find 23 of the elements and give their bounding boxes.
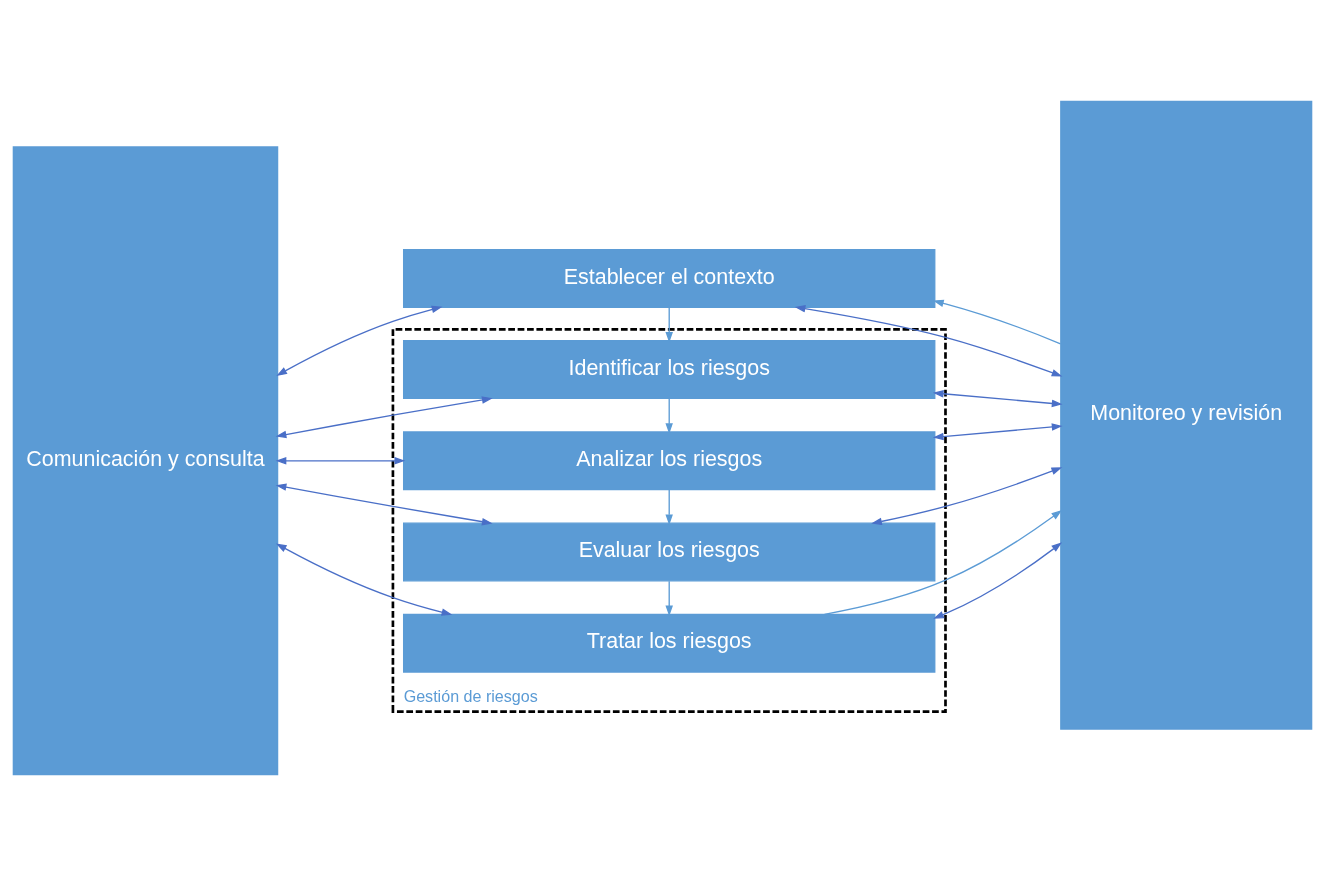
- arrow: [275, 396, 493, 439]
- arrow: [275, 457, 406, 465]
- node-box: Tratar los riesgos: [402, 613, 936, 673]
- arrow: [932, 423, 1063, 441]
- arrow: [665, 306, 673, 343]
- arrow: [932, 299, 1062, 345]
- arrow: [665, 398, 673, 434]
- node-box: Evaluar los riesgos: [402, 522, 936, 582]
- arrow: [275, 543, 453, 616]
- arrow: [794, 304, 1063, 377]
- arrow: [665, 489, 673, 526]
- node-box: Identificar los riesgos: [402, 340, 936, 400]
- arrow: [932, 390, 1063, 408]
- arrow: [276, 305, 443, 376]
- arrow: [871, 467, 1063, 526]
- arrow: [275, 483, 493, 526]
- node-box: Analizar los riesgos: [402, 431, 936, 491]
- node-box: Monitoreo y revisión: [1060, 100, 1313, 730]
- node-box: Comunicación y consulta: [12, 146, 279, 776]
- arrow: [665, 580, 673, 617]
- node-box: Establecer el contexto: [402, 248, 936, 308]
- arrow: [933, 542, 1063, 619]
- arrow: [823, 510, 1063, 615]
